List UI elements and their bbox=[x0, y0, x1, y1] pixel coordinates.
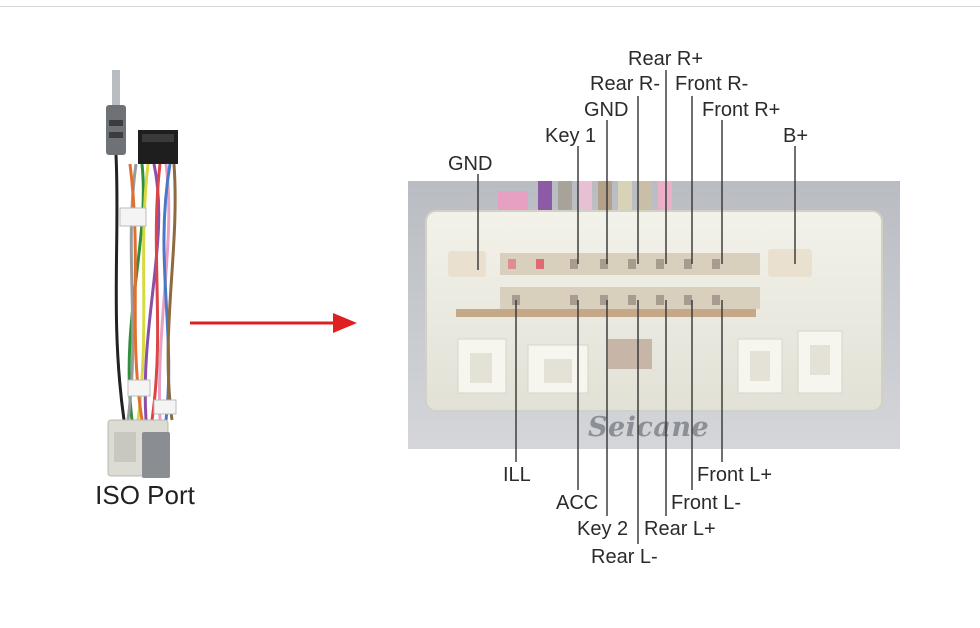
label-rear-l-minus: Rear L- bbox=[591, 546, 658, 568]
label-b-plus: B+ bbox=[783, 125, 809, 147]
label-rear-r-plus: Rear R+ bbox=[628, 48, 704, 70]
harness-caption: ISO Port bbox=[95, 480, 195, 510]
label-gnd-top: GND bbox=[584, 99, 629, 121]
label-front-l-minus: Front L- bbox=[671, 492, 742, 514]
label-front-r-plus: Front R+ bbox=[702, 99, 781, 121]
label-key1: Key 1 bbox=[545, 125, 597, 147]
connector-photo bbox=[408, 181, 900, 449]
label-front-r-minus: Front R- bbox=[675, 73, 749, 95]
label-gnd-left: GND bbox=[448, 153, 493, 175]
label-ill: ILL bbox=[503, 464, 531, 486]
label-key2: Key 2 bbox=[577, 518, 629, 540]
iso-harness-image bbox=[106, 70, 178, 478]
label-rear-l-plus: Rear L+ bbox=[644, 518, 716, 540]
brand-watermark: Seicane bbox=[588, 412, 710, 443]
red-arrow-icon bbox=[190, 313, 357, 333]
label-acc: ACC bbox=[556, 492, 599, 514]
label-rear-r-minus: Rear R- bbox=[590, 73, 661, 95]
top-divider bbox=[0, 6, 980, 7]
label-front-l-plus: Front L+ bbox=[697, 464, 773, 486]
